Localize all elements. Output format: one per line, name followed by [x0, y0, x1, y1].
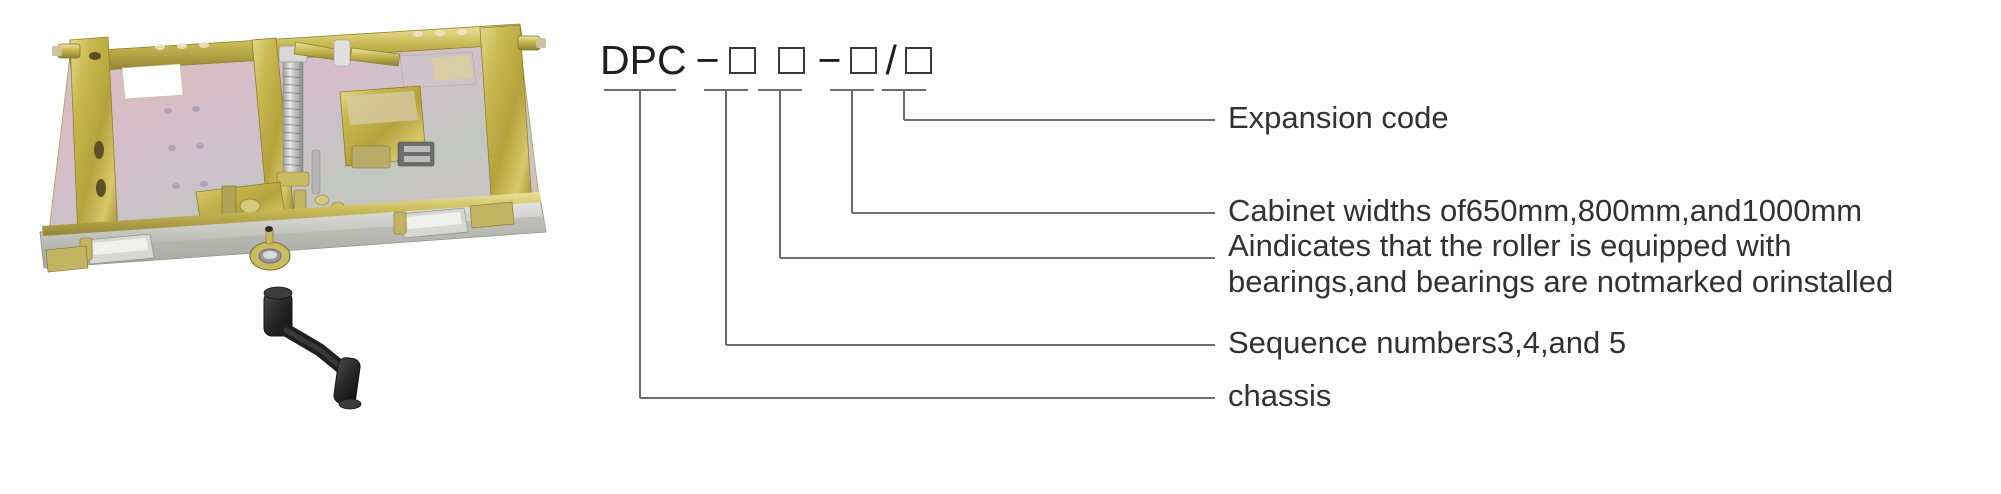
code-box-4[interactable] — [904, 47, 932, 74]
label-bearing-line-2: bearings,and bearings are notmarked orin… — [1228, 264, 1894, 299]
leader-chassis — [604, 88, 1215, 400]
leader-width — [830, 88, 1215, 215]
chassis-deck — [39, 23, 547, 273]
code-box-3[interactable] — [850, 47, 878, 74]
model-code-string: DPC − − / — [600, 40, 936, 81]
code-slash: / — [885, 37, 897, 83]
code-dash-1: − — [695, 37, 720, 83]
code-dash-2: − — [817, 37, 842, 83]
code-box-2[interactable] — [777, 47, 805, 74]
leader-lines — [604, 88, 1215, 400]
code-box-1[interactable] — [728, 47, 756, 74]
label-chassis: chassis — [1228, 378, 1332, 413]
leader-sequence — [704, 88, 1215, 347]
label-sequence-numbers: Sequence numbers3,4,and 5 — [1228, 325, 1627, 360]
product-photo — [0, 0, 590, 494]
leader-bearing — [758, 88, 1215, 260]
front-shoe-right — [393, 207, 469, 239]
label-expansion-code: Expansion code — [1228, 100, 1449, 135]
label-cabinet-widths: Cabinet widths of650mm,800mm,and1000mm — [1228, 193, 1863, 228]
designation-code-diagram: DPC − − / — [590, 0, 2001, 494]
label-bearing-line-1: Aindicates that the roller is equipped w… — [1228, 228, 1792, 263]
leader-expansion — [882, 88, 1215, 122]
crank-socket — [249, 226, 291, 271]
code-prefix: DPC — [600, 37, 687, 83]
chassis-photo-illustration — [39, 23, 547, 410]
crank-handle — [263, 286, 362, 410]
